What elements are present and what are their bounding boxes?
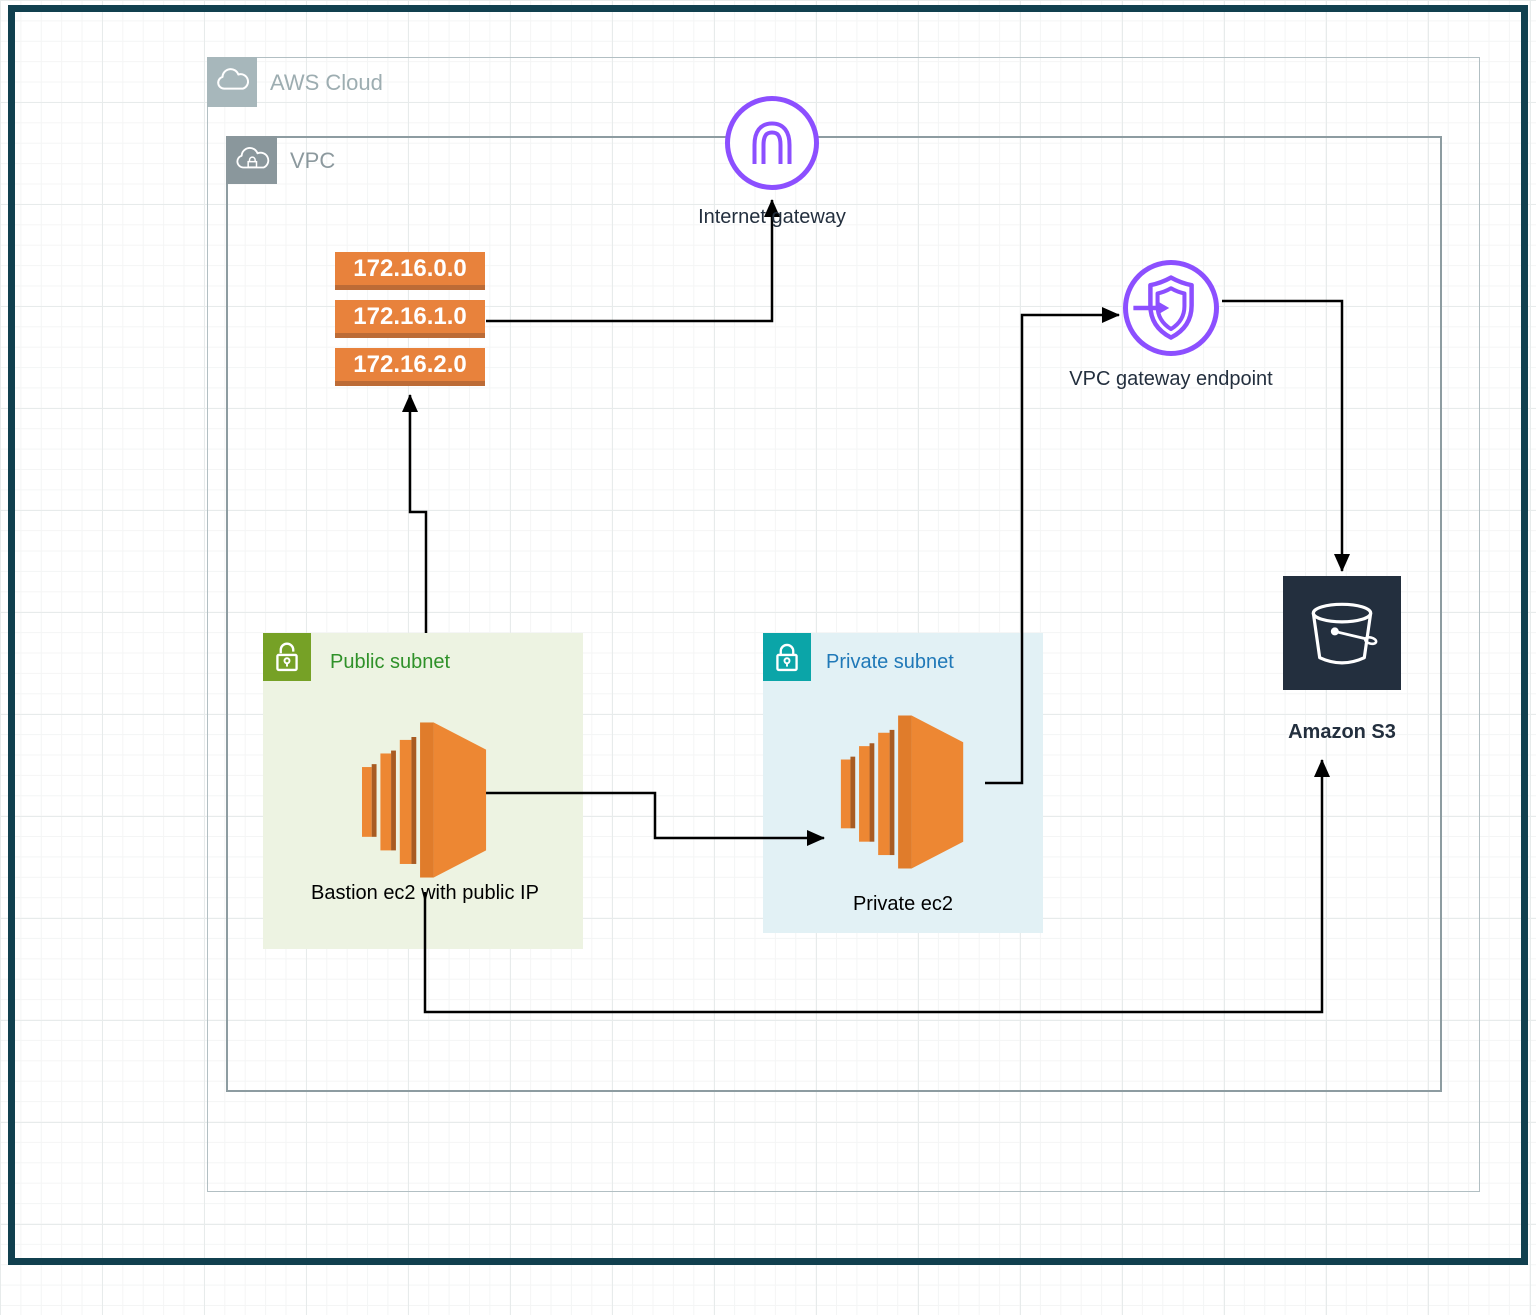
ec2-instance-icon — [362, 722, 487, 878]
vpc-gateway-endpoint-label: VPC gateway endpoint — [1069, 368, 1273, 390]
vpc-label: VPC — [290, 148, 336, 173]
private-subnet-label: Private subnet — [826, 651, 954, 673]
internet-gateway-node — [725, 96, 819, 190]
route-entry: 172.16.2.0 — [335, 348, 485, 386]
diagram-frame — [8, 5, 1528, 1265]
amazon-s3-node — [1283, 576, 1401, 690]
amazon-s3-label: Amazon S3 — [1288, 721, 1396, 743]
route-entry: 172.16.0.0 — [335, 252, 485, 290]
cloud-icon — [217, 68, 249, 90]
aws-cloud-icon — [207, 57, 257, 107]
cloud-lock-icon — [235, 147, 269, 169]
closed-lock-icon — [776, 643, 798, 672]
internet-gateway-label: Internet gateway — [698, 206, 846, 228]
public-subnet-label: Public subnet — [330, 651, 451, 673]
aws-cloud-group — [207, 57, 1480, 1192]
vpc-icon — [226, 136, 277, 184]
bastion-ec2-label: Bastion ec2 with public IP — [311, 882, 539, 904]
bastion-ec2-icon — [362, 712, 488, 888]
vpc-group — [226, 136, 1442, 1092]
private-subnet-icon — [763, 633, 811, 681]
aws-cloud-label: AWS Cloud — [270, 70, 383, 95]
private-ec2-icon — [838, 706, 968, 878]
internet-gateway-icon — [752, 121, 792, 164]
open-lock-icon — [276, 642, 298, 672]
private-ec2-label: Private ec2 — [852, 893, 954, 915]
vpc-gateway-endpoint-node — [1123, 260, 1219, 356]
ec2-instance-icon — [840, 715, 964, 869]
s3-bucket-icon — [1311, 602, 1378, 665]
route-entry: 172.16.1.0 — [335, 300, 485, 338]
vpc-endpoint-icon — [1133, 275, 1194, 340]
public-subnet-icon — [263, 633, 311, 681]
